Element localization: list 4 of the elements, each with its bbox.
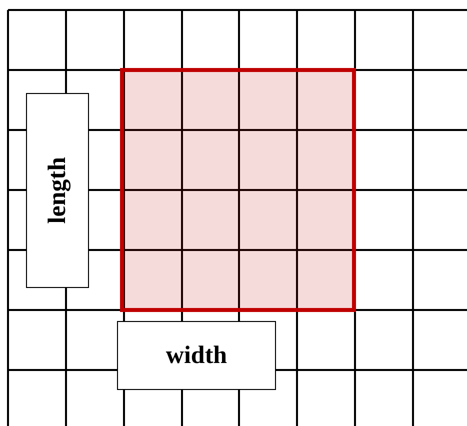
- label-box: [26, 93, 89, 288]
- dimension-label: width: [166, 342, 228, 370]
- dimension-label: length: [44, 157, 72, 224]
- label-box: [117, 321, 276, 390]
